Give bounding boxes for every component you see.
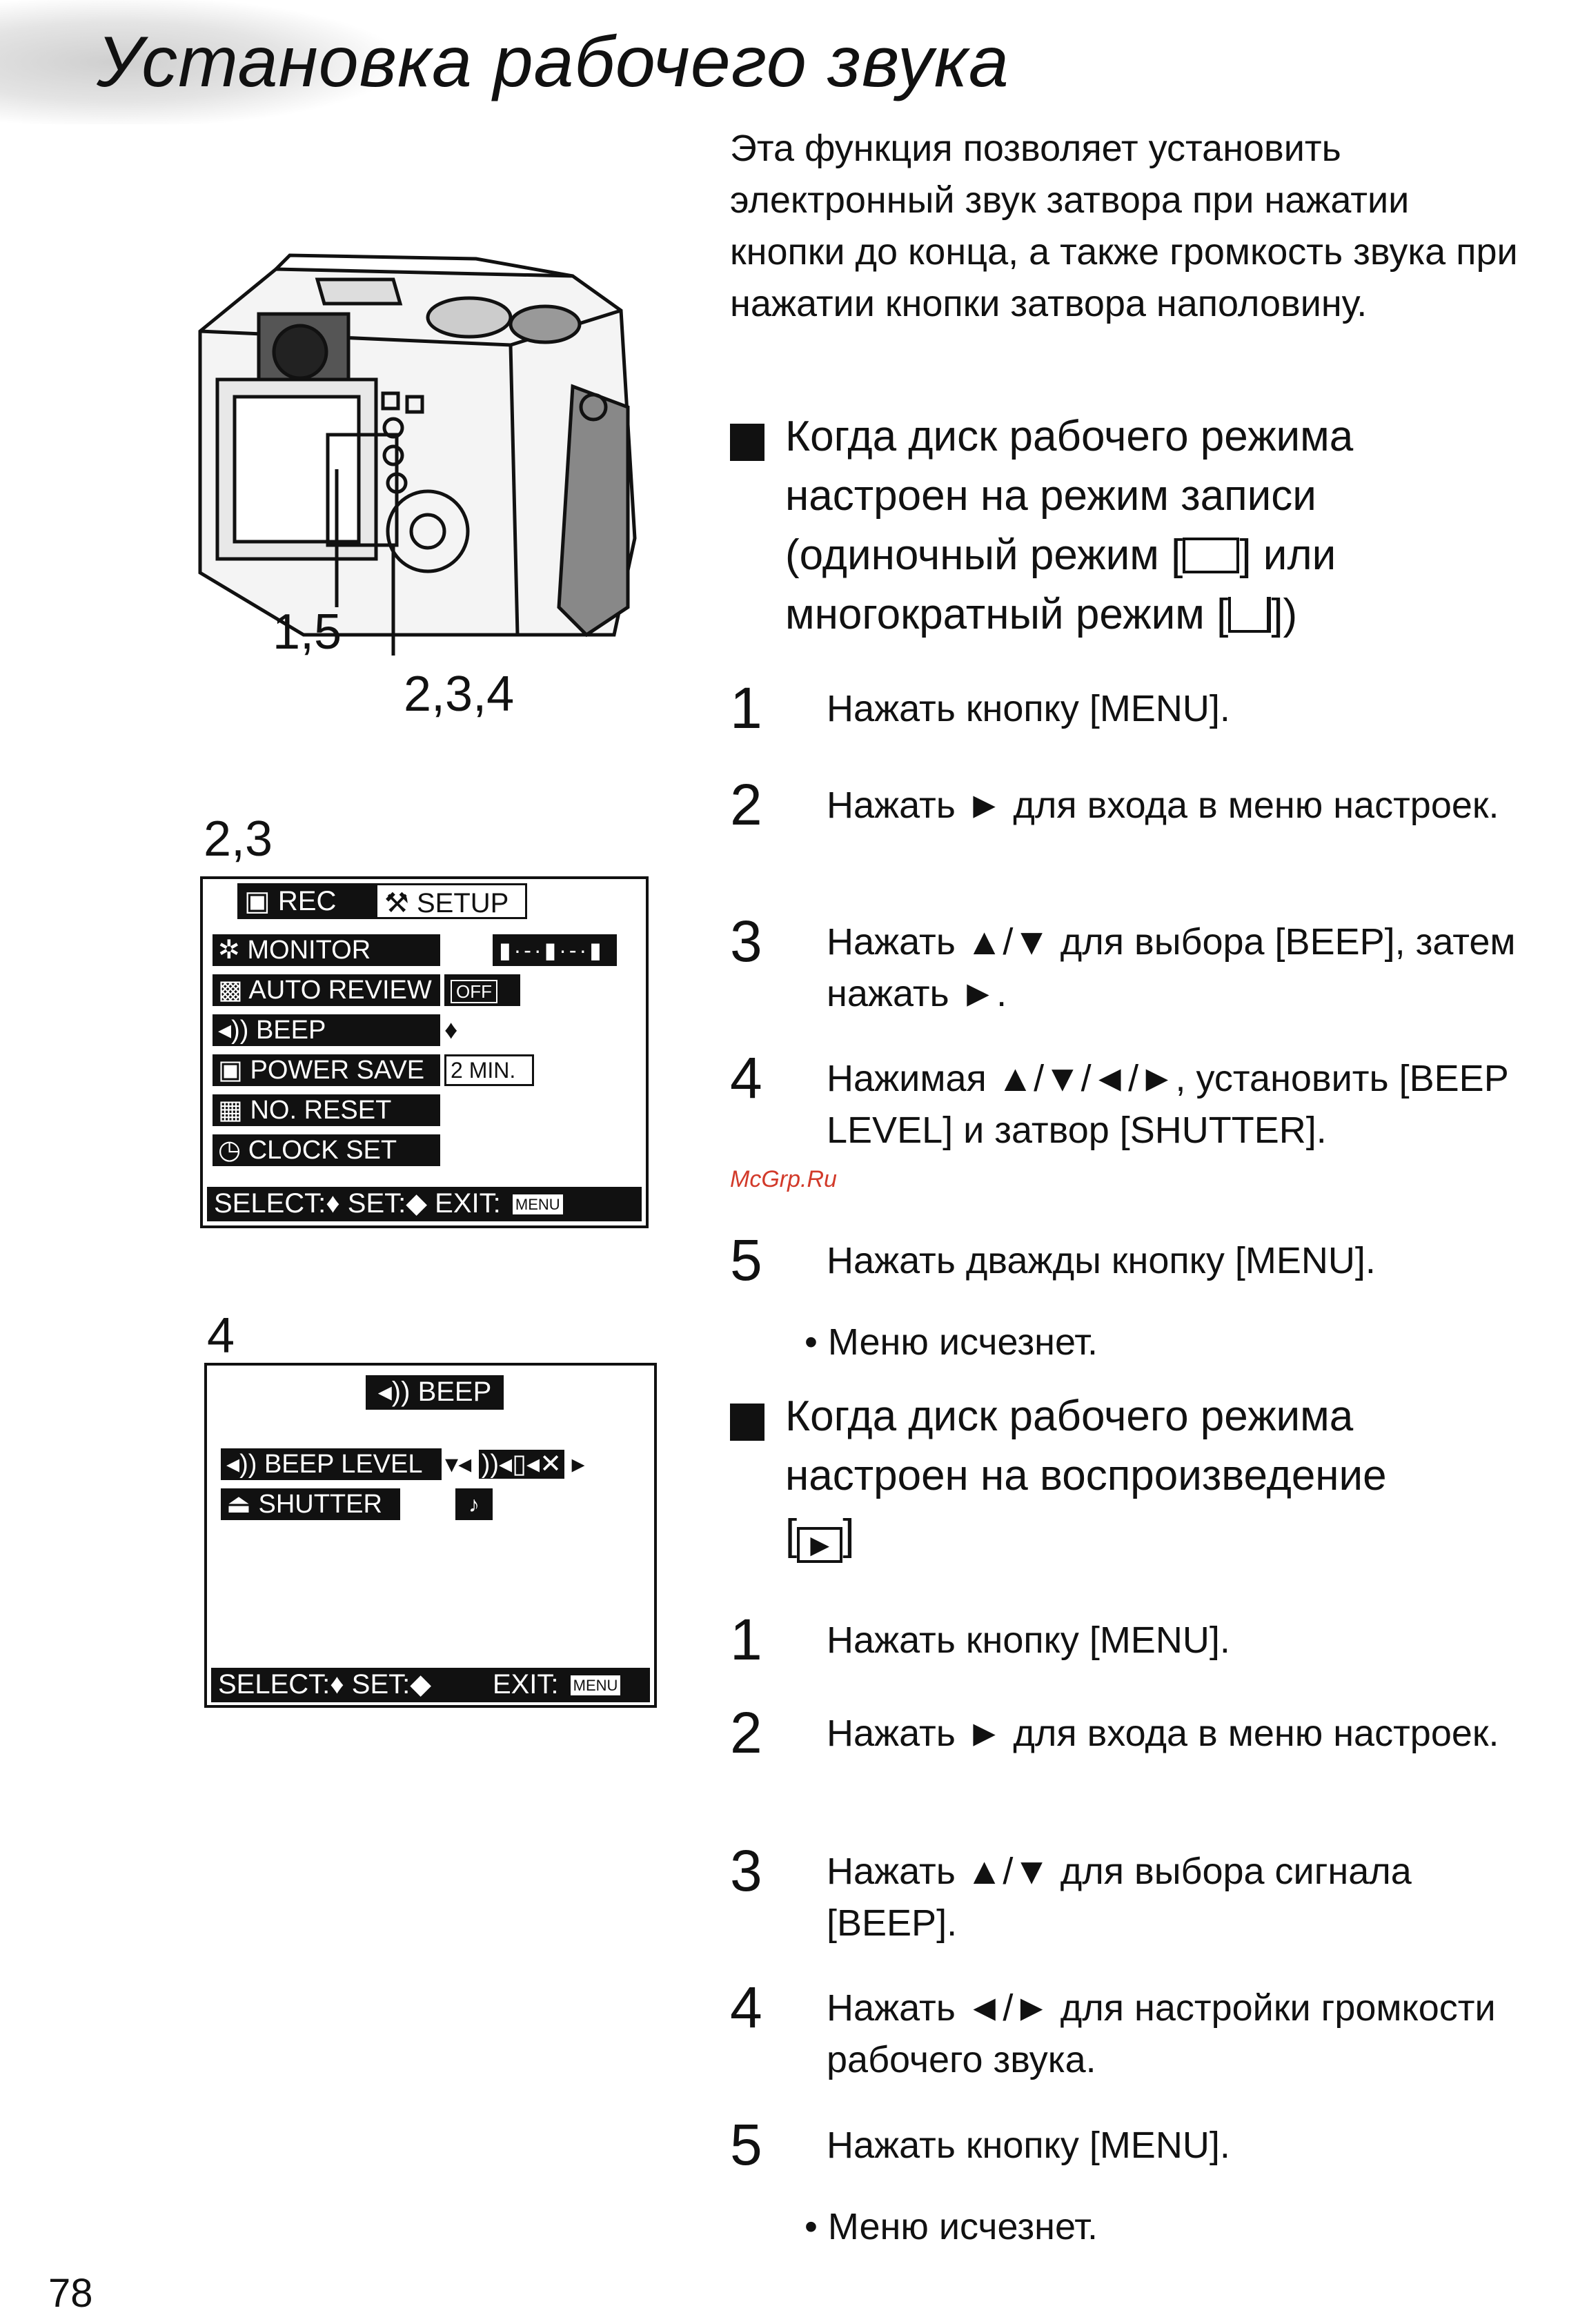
page-number: 78: [48, 2271, 93, 2316]
menu-row-beep-level[interactable]: ◂)) BEEP LEVEL: [221, 1448, 442, 1480]
menu-row-label: BEEP: [255, 1016, 326, 1045]
updown-arrow-icon: ♦: [444, 1016, 458, 1045]
auto-review-value: OFF: [444, 974, 520, 1006]
footer-hint: SELECT:♦ SET:◆ EXIT:: [214, 1188, 501, 1219]
step-text: Нажать ◄/► для настройки громкости рабоч…: [827, 1987, 1496, 2080]
menu-row-label: AUTO REVIEW: [248, 976, 432, 1005]
section1-line4b: ]): [1271, 591, 1298, 638]
triangle-right-icon: ▸: [571, 1450, 585, 1479]
figure-label-2-3-4: 2,3,4: [404, 667, 515, 722]
title-background: [0, 0, 386, 124]
menu-row-label: ✲ MONITOR: [218, 936, 371, 965]
section1-line1: Когда диск рабочего режима: [785, 413, 1354, 460]
menu-row-clock-set[interactable]: ◷ CLOCK SET: [213, 1134, 440, 1166]
step-number: 4: [730, 1045, 762, 1110]
section2-line2: настроен на воспроизведение: [785, 1452, 1387, 1499]
section2-line3a: [: [785, 1511, 798, 1559]
screen2-footer: SELECT:♦ SET:◆ EXIT: MENU: [211, 1668, 650, 1702]
camera-icon: ▣: [244, 886, 278, 916]
figure-label-1-5: 1,5: [273, 604, 342, 660]
watermark: McGrp.Ru: [730, 1166, 837, 1192]
review-icon: ▩: [218, 976, 249, 1005]
step-text: Нажать ► для входа в меню настроек.: [827, 1713, 1499, 1754]
menu-row-no-reset[interactable]: ▦ NO. RESET: [213, 1094, 440, 1126]
menu-icon: MENU: [570, 1675, 621, 1695]
burst-mode-icon: [1228, 597, 1272, 633]
triangle-down-left-icon: ▾◂: [445, 1450, 472, 1479]
step-number: 3: [730, 909, 762, 974]
step-number: 1: [730, 676, 762, 740]
beep-header: ◂)) BEEP: [366, 1375, 504, 1410]
section1-line3a: (одиночный режим [: [785, 531, 1183, 579]
tab-setup[interactable]: ⚒ SETUP: [375, 883, 527, 919]
screen1-footer: SELECT:♦ SET:◆ EXIT: MENU: [207, 1187, 642, 1221]
step-text: Нажать кнопку [MENU].: [827, 1619, 1230, 1661]
section1-line4a: многократный режим [: [785, 591, 1229, 638]
section-record-mode: Когда диск рабочего режима настроен на р…: [730, 407, 1530, 644]
section2-line1: Когда диск рабочего режима: [785, 1392, 1354, 1440]
step-number: 3: [730, 1838, 762, 1903]
menu-row-monitor[interactable]: ✲ MONITOR: [213, 934, 440, 966]
figure-label-4: 4: [207, 1308, 235, 1363]
beep-level-options[interactable]: ▾◂ ))◂▯◂✕ ▸: [445, 1448, 585, 1480]
step-text: Нажать ▲/▼ для выбора [BEEP], затем нажа…: [827, 921, 1516, 1014]
menu-icon: MENU: [512, 1194, 563, 1214]
volume-high-icon: ))◂▯◂✕: [478, 1450, 564, 1479]
tab-rec[interactable]: ▣ REC: [237, 883, 375, 919]
step-number: 5: [730, 1228, 762, 1292]
menu-row-label: ◷ CLOCK SET: [218, 1136, 397, 1165]
shutter-icon: ⏏: [226, 1490, 259, 1519]
power-icon: ▣: [218, 1056, 250, 1085]
speaker-icon: ◂)): [377, 1377, 418, 1407]
monitor-brightness-scale: ▮·-·▮·-·▮: [493, 934, 617, 966]
menu-row-label: NO. RESET: [250, 1096, 392, 1125]
menu-row-auto-review[interactable]: ▩ AUTO REVIEW: [213, 974, 440, 1006]
step-text: Нажать кнопку [MENU].: [827, 688, 1230, 729]
counter-icon: ▦: [218, 1096, 250, 1125]
step-number: 2: [730, 1700, 762, 1765]
setup-menu-screen: ▣ REC ⚒ SETUP ✲ MONITOR ▮·-·▮·-·▮ ▩ AUTO…: [200, 876, 649, 1228]
note-bullet: • Меню исчезнет.: [805, 2206, 1098, 2247]
camera-illustration: [198, 253, 637, 656]
speaker-icon: ◂)): [218, 1016, 256, 1045]
tab-rec-label: REC: [277, 886, 337, 916]
step-number: 2: [730, 772, 762, 837]
step-text: Нажать ▲/▼ для выбора сигнала [BEEP].: [827, 1851, 1412, 1944]
section2-line3b: ]: [842, 1511, 855, 1559]
menu-row-power-save[interactable]: ▣ POWER SAVE: [213, 1054, 440, 1086]
step-text: Нажать ► для входа в меню настроек.: [827, 785, 1499, 826]
section1-line2: настроен на режим записи: [785, 472, 1316, 520]
menu-row-beep[interactable]: ◂)) BEEP: [213, 1014, 440, 1046]
wrench-icon: ⚒: [384, 888, 417, 918]
step-text: Нажимая ▲/▼/◄/►, установить [BEEP LEVEL]…: [827, 1058, 1508, 1151]
step-number: 5: [730, 2112, 762, 2177]
power-save-value: 2 MIN.: [444, 1054, 534, 1086]
play-mode-icon: ▶: [797, 1527, 843, 1563]
black-square-bullet: [730, 1404, 764, 1441]
intro-paragraph: Эта функция позволяет установить электро…: [730, 128, 1518, 324]
section1-line3b: ] или: [1239, 531, 1336, 579]
section-playback-mode: Когда диск рабочего режима настроен на в…: [730, 1387, 1530, 1565]
menu-row-label: POWER SAVE: [250, 1056, 425, 1085]
beep-header-label: BEEP: [417, 1377, 492, 1407]
step-text: Нажать кнопку [MENU].: [827, 2125, 1230, 2166]
step-number: 1: [730, 1607, 762, 1672]
step-text: Нажать дважды кнопку [MENU].: [827, 1240, 1376, 1281]
figure-label-2-3: 2,3: [204, 811, 273, 867]
tab-setup-label: SETUP: [416, 888, 509, 918]
page-title: Установка рабочего звука: [97, 22, 1009, 102]
single-mode-icon: [1183, 538, 1240, 573]
shutter-sound-value: ♪: [455, 1488, 493, 1520]
menu-row-label: SHUTTER: [258, 1490, 382, 1519]
black-square-bullet: [730, 424, 764, 461]
footer-hint: SELECT:♦ SET:◆ EXIT:: [218, 1669, 559, 1700]
off-badge: OFF: [451, 980, 497, 1003]
note-bullet: • Меню исчезнет.: [805, 1321, 1098, 1363]
menu-row-shutter[interactable]: ⏏ SHUTTER: [221, 1488, 400, 1520]
step-number: 4: [730, 1975, 762, 2040]
beep-menu-screen: ◂)) BEEP ◂)) BEEP LEVEL ▾◂ ))◂▯◂✕ ▸ ⏏ SH…: [204, 1363, 657, 1708]
speaker-icon: ◂)): [226, 1450, 264, 1479]
menu-row-label: BEEP LEVEL: [264, 1450, 423, 1479]
